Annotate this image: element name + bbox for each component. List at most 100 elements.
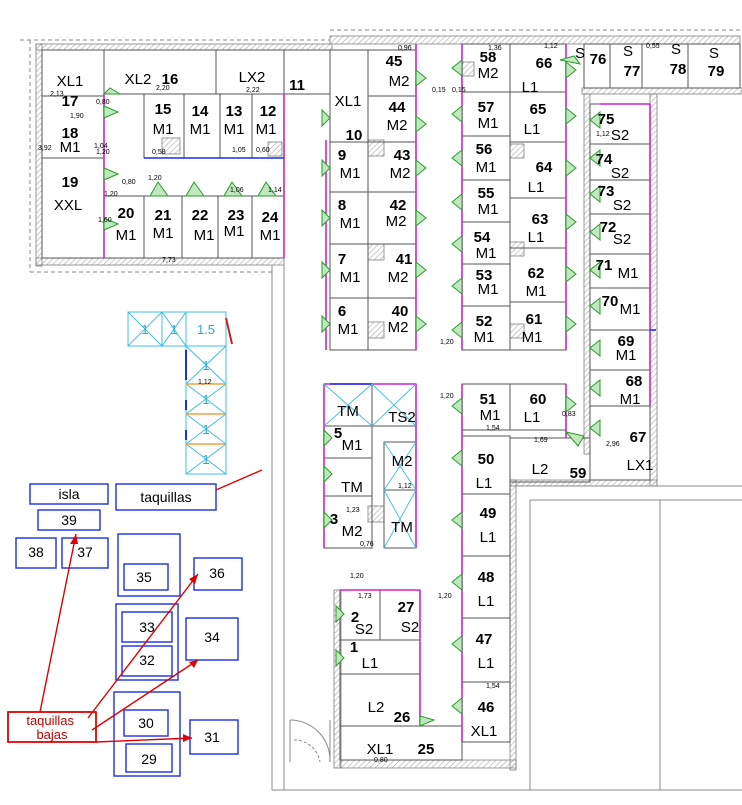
unit-number-60: 60 (530, 391, 547, 408)
dimension-label: 7,73 (162, 257, 176, 264)
unit-number-51: 51 (480, 391, 497, 408)
unit-size-code: M2 (389, 73, 410, 90)
taquillas-bajas-box (7, 711, 97, 743)
dimension-label: 1,20 (350, 573, 364, 580)
locker-35: 35 (136, 569, 152, 585)
unit-size-code: M1 (256, 121, 277, 138)
dimension-label: 1,69 (534, 437, 548, 444)
legend-labels: isla taquillas 39 38 37 35 36 33 34 32 3… (28, 486, 225, 767)
unit-number-27: 27 (398, 599, 415, 616)
unit-size-code: L1 (478, 655, 495, 672)
unit-size-code: M1 (224, 121, 245, 138)
locker-30: 30 (138, 715, 154, 731)
unit-size-code: M1 (474, 329, 495, 346)
unit-number-66: 66 (536, 55, 553, 72)
unit-number-44: 44 (389, 99, 406, 116)
unit-size-code: M1 (618, 265, 639, 282)
unit-number-59: 59 (570, 465, 587, 482)
unit-number-78: 78 (670, 61, 687, 78)
dimension-label: 1,60 (98, 217, 112, 224)
dimension-label: 0,80 (122, 179, 136, 186)
locker-39: 39 (61, 512, 77, 528)
unit-size-code: L1 (362, 655, 379, 672)
dimension-label: 0,15 (452, 87, 466, 94)
unit-size-code: TM (341, 479, 363, 496)
unit-size-code: S2 (613, 197, 631, 214)
dimension-label: 0,80 (96, 99, 110, 106)
unit-number-14: 14 (192, 103, 209, 120)
unit-number-43: 43 (394, 147, 411, 164)
walls (35, 35, 742, 771)
dimension-label: 1,20 (148, 175, 162, 182)
unit-size-code: M1 (340, 269, 361, 286)
unit-size-code: M1 (478, 201, 499, 218)
locker-32: 32 (139, 652, 155, 668)
unit-number-79: 79 (708, 63, 725, 80)
unit-number-26: 26 (394, 709, 411, 726)
unit-number-54: 54 (474, 229, 491, 246)
unit-number-40: 40 (392, 303, 409, 320)
unit-number-19: 19 (62, 174, 79, 191)
unit-number-56: 56 (476, 141, 493, 158)
unit-number-2: 2 (351, 609, 359, 626)
unit-size-code: M1 (342, 437, 363, 454)
unit-number-75: 75 (598, 111, 615, 128)
unit-number-61: 61 (526, 311, 543, 328)
dimension-label: 1,12 (198, 379, 212, 386)
unit-number-8: 8 (338, 197, 346, 214)
dimension-label: 0,15 (432, 87, 446, 94)
unit-size-code: L1 (476, 475, 493, 492)
unit-size-code: L2 (368, 699, 385, 716)
unit-size-code: M2 (478, 65, 499, 82)
locker-33: 33 (139, 619, 155, 635)
unit-number-53: 53 (476, 267, 493, 284)
unit-number-77: 77 (624, 63, 641, 80)
dimension-label: 1,20 (438, 593, 452, 600)
unit-size-code: M2 (388, 269, 409, 286)
unit-number-41: 41 (396, 251, 413, 268)
unit-number-3: 3 (330, 511, 338, 528)
unit-size-code: M2 (386, 213, 407, 230)
dimension-label: 0,76 (360, 541, 374, 548)
low-lockers-annotation (7, 469, 263, 743)
unit-number-7: 7 (338, 251, 346, 268)
dimension-label: 1,54 (486, 425, 500, 432)
unit-number-48: 48 (478, 569, 495, 586)
entrance-door (289, 719, 331, 763)
unit-number-69: 69 (618, 333, 635, 350)
unit-number-11: 11 (289, 77, 305, 94)
cyan-locker-label: 1 (202, 452, 209, 467)
dimension-label: 1,14 (268, 187, 282, 194)
unit-number-68: 68 (626, 373, 643, 390)
unit-size-code: M1 (338, 321, 359, 338)
unit-size-code: XL1 (57, 73, 84, 90)
dimension-label: 1,20 (96, 149, 110, 156)
construction-lines (20, 29, 742, 791)
unit-size-code: TM (391, 519, 413, 536)
dimension-label: 0,80 (374, 757, 388, 764)
dimension-label: 0,60 (256, 147, 270, 154)
unit-size-code: XL1 (335, 93, 362, 110)
unit-size-code: M1 (260, 227, 281, 244)
unit-size-code: TS2 (388, 409, 416, 426)
partition-lines (103, 44, 651, 742)
unit-size-code: S2 (401, 619, 419, 636)
unit-number-74: 74 (596, 151, 613, 168)
unit-size-code: XL2 (125, 71, 152, 88)
unit-number-4: 4 (0, 0, 5, 4)
unit-number-52: 52 (476, 313, 493, 330)
dimension-label: 0,58 (152, 149, 166, 156)
dimension-label: 2,20 (156, 85, 170, 92)
arrow-heads (70, 534, 198, 742)
unit-number-57: 57 (478, 99, 495, 116)
dimension-label: 3,92 (38, 145, 52, 152)
unit-number-71: 71 (596, 257, 613, 274)
dimension-label: 1,12 (596, 131, 610, 138)
unit-size-code: M1 (224, 223, 245, 240)
unit-size-code: M1 (194, 227, 215, 244)
locker-38: 38 (28, 544, 44, 560)
unit-number-13: 13 (226, 103, 243, 120)
unit-number-72: 72 (600, 219, 617, 236)
unit-number-15: 15 (155, 101, 172, 118)
